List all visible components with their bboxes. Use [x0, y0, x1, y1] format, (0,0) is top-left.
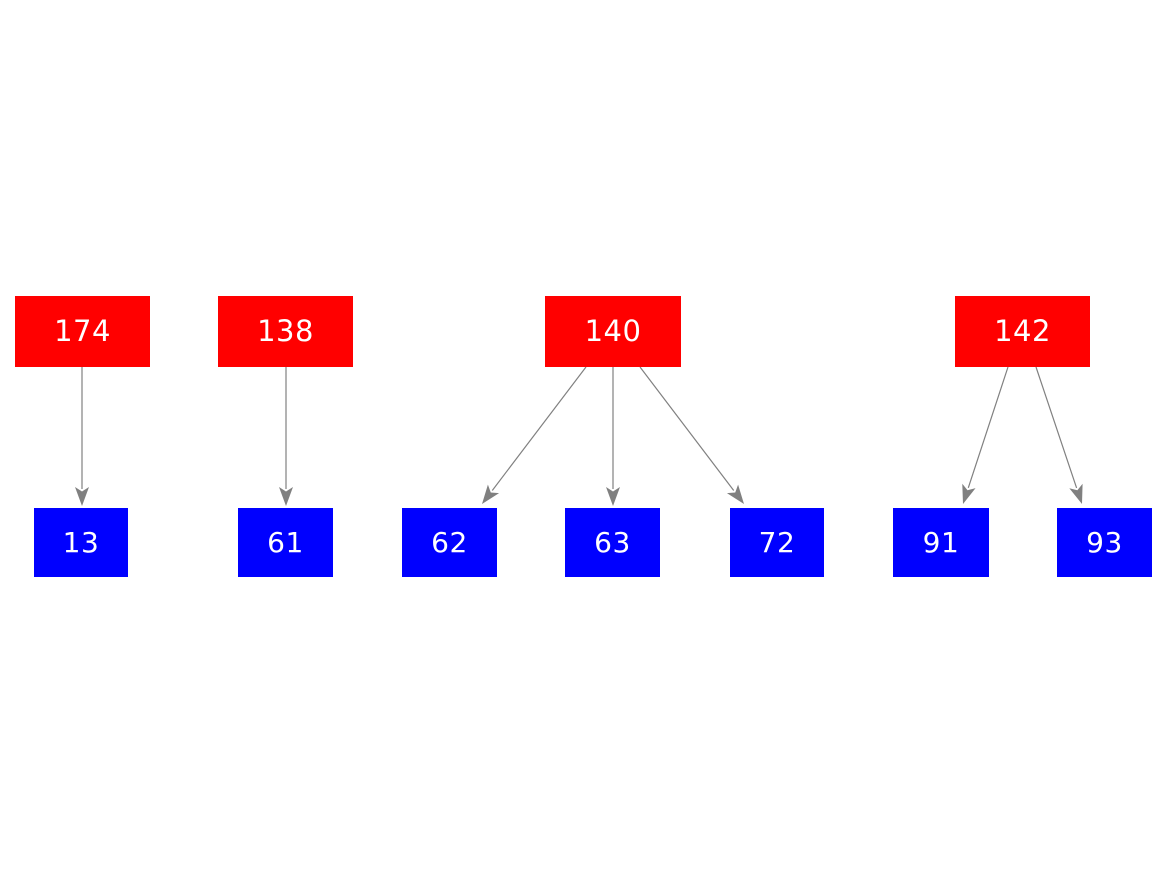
node-label: 93 — [1086, 525, 1123, 559]
edge-140-to-72 — [639, 366, 744, 504]
node-140[interactable]: 140 — [545, 296, 681, 367]
arrowhead-icon — [279, 487, 293, 506]
edge-140-to-63 — [606, 367, 620, 506]
node-72[interactable]: 72 — [730, 508, 824, 577]
node-62[interactable]: 62 — [402, 508, 497, 577]
arrowhead-icon — [606, 487, 620, 506]
edge-174-to-13 — [75, 367, 89, 506]
arrowhead-icon — [1069, 483, 1083, 504]
edge-140-to-62 — [482, 366, 587, 504]
arrowhead-icon — [482, 484, 500, 504]
edge-142-to-91 — [962, 366, 1009, 504]
node-label: 140 — [584, 314, 642, 348]
node-label: 13 — [62, 525, 100, 559]
node-142[interactable]: 142 — [955, 296, 1090, 367]
node-138[interactable]: 138 — [218, 296, 353, 367]
node-63[interactable]: 63 — [565, 508, 660, 577]
node-91[interactable]: 91 — [893, 508, 989, 577]
node-label: 174 — [54, 314, 111, 348]
node-label: 72 — [758, 525, 796, 559]
arrowhead-icon — [962, 483, 976, 504]
node-93[interactable]: 93 — [1057, 508, 1152, 577]
arrowhead-icon — [726, 484, 744, 504]
node-label: 62 — [431, 525, 468, 559]
node-61[interactable]: 61 — [238, 508, 333, 577]
node-label: 61 — [267, 525, 304, 559]
node-13[interactable]: 13 — [34, 508, 128, 577]
node-174[interactable]: 174 — [15, 296, 150, 367]
node-label: 138 — [257, 314, 314, 348]
node-label: 142 — [994, 314, 1051, 348]
edge-138-to-61 — [279, 367, 293, 506]
node-label: 63 — [594, 525, 631, 559]
arrowhead-icon — [75, 487, 89, 506]
edge-142-to-93 — [1035, 366, 1083, 504]
node-label: 91 — [922, 525, 960, 559]
